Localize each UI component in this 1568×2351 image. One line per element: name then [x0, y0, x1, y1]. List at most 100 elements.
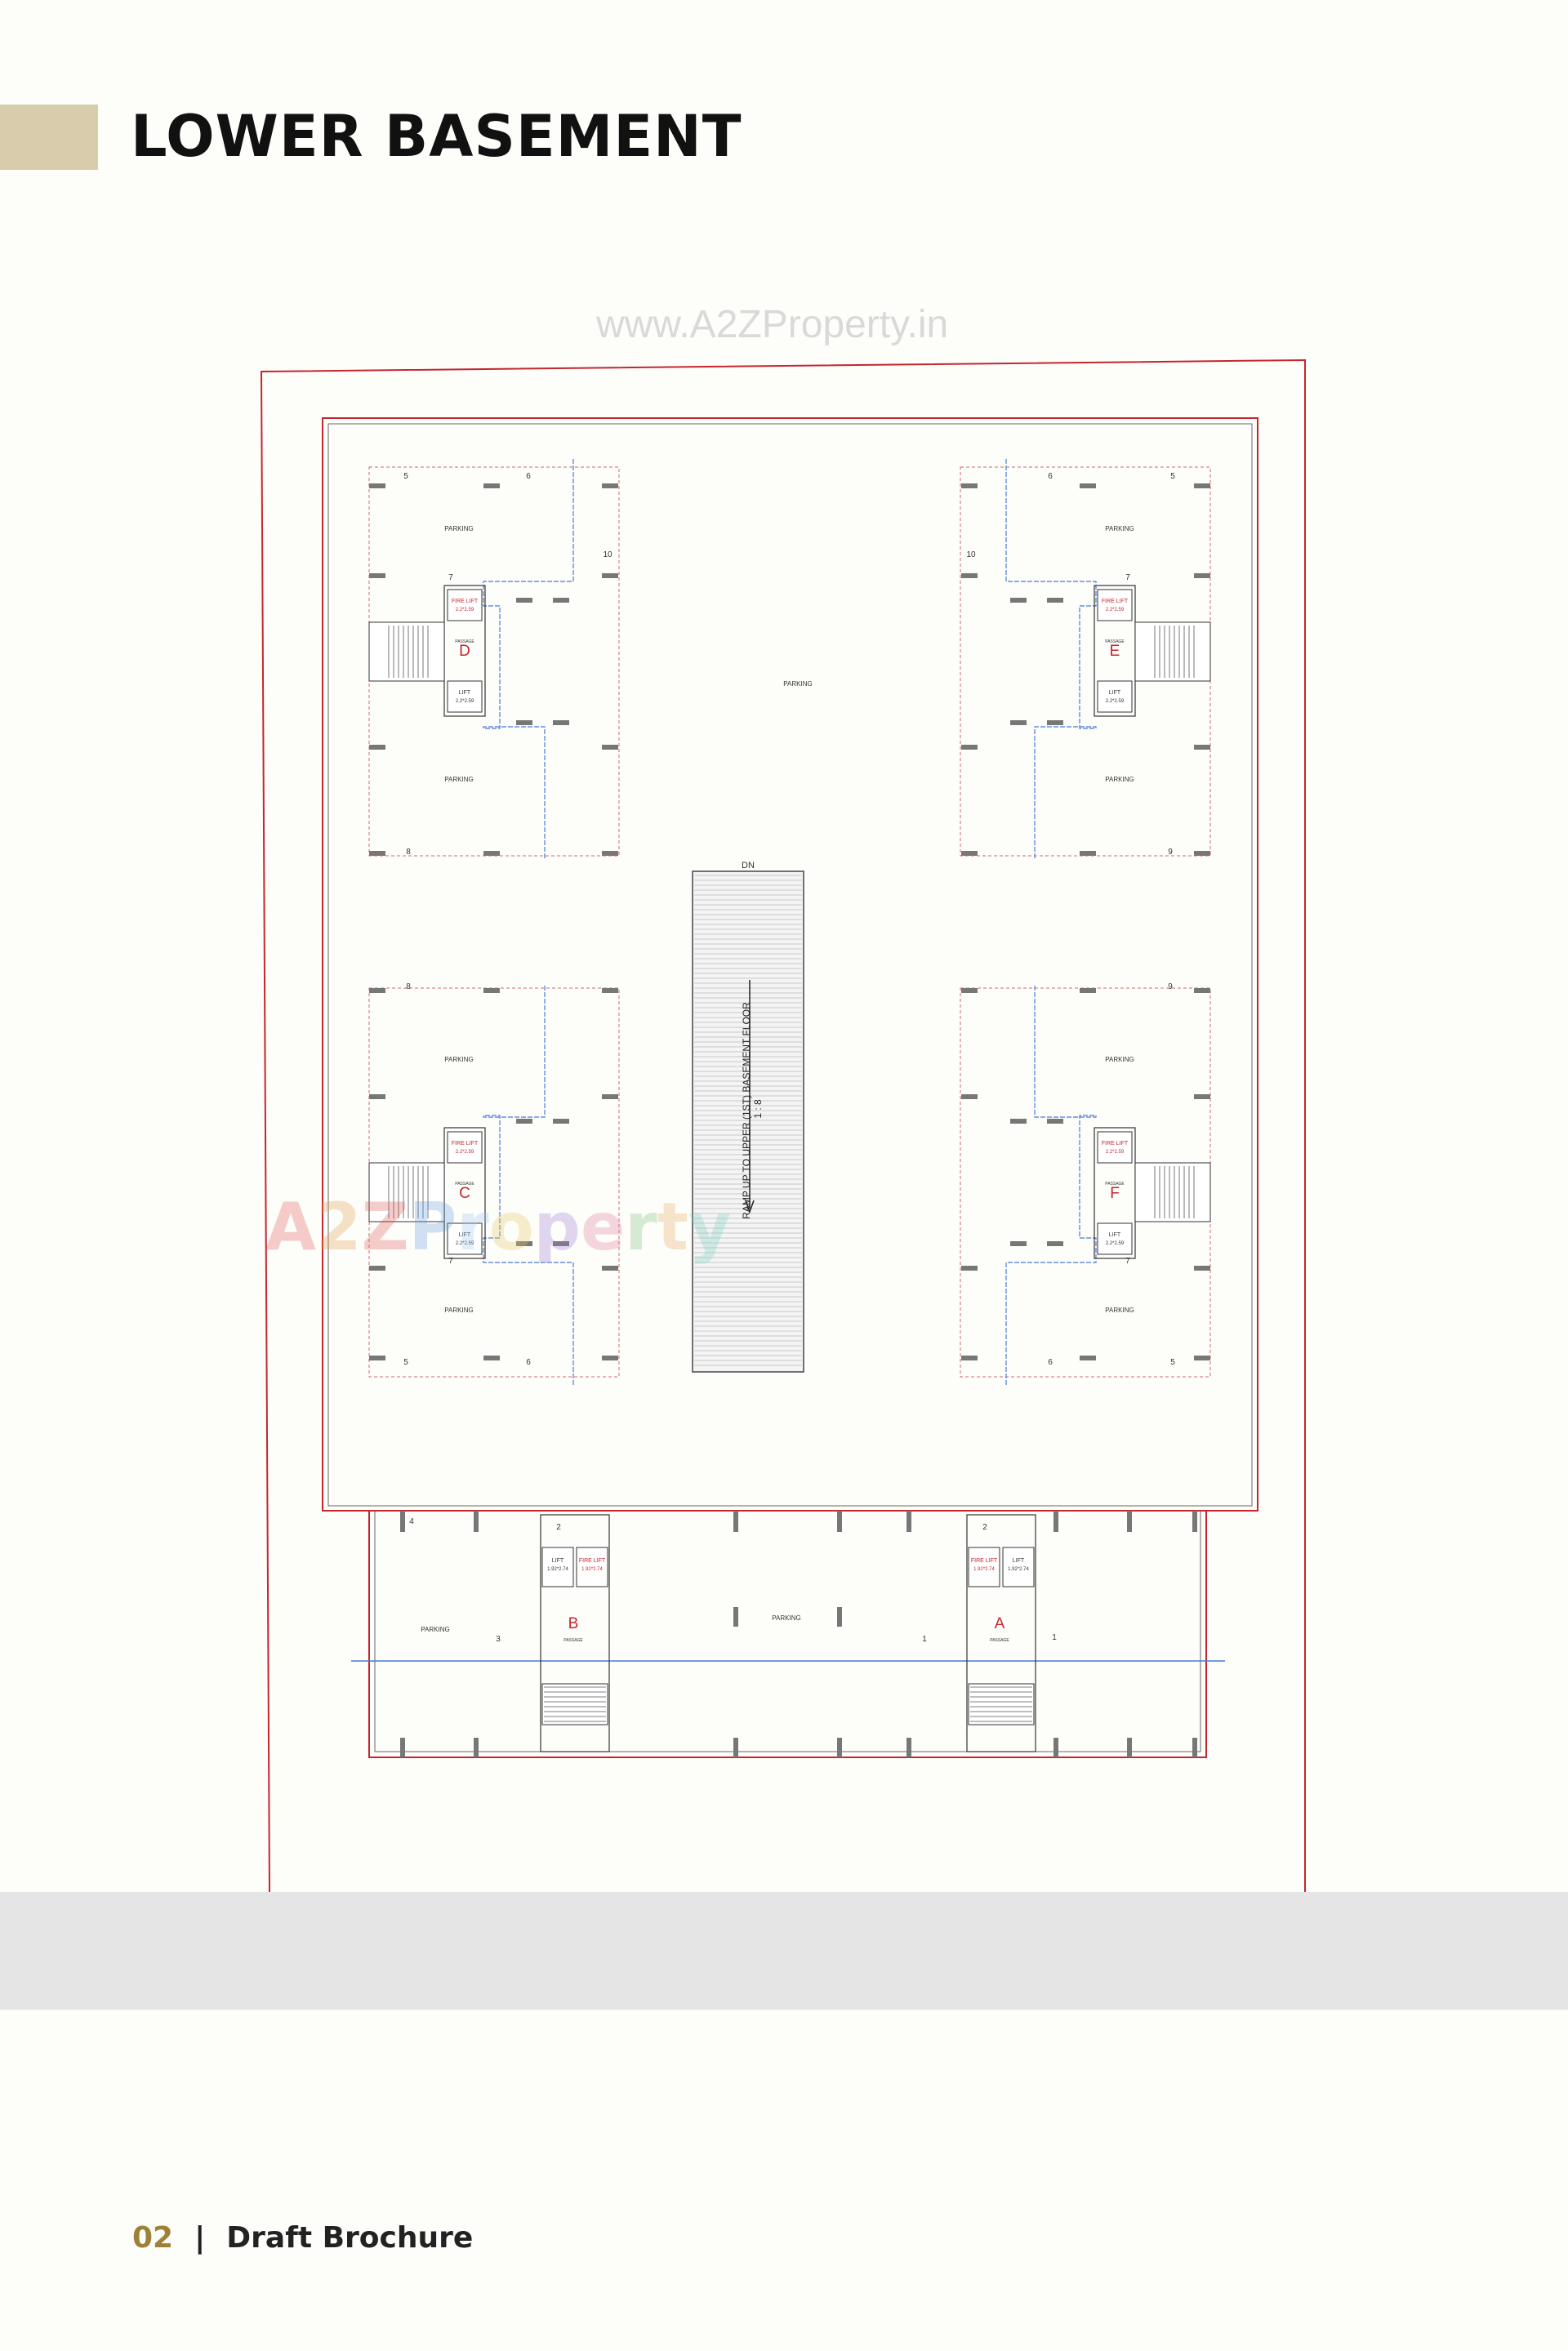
passage-label: PASSAGE [455, 1182, 474, 1187]
central-parking-label: PARKING [783, 680, 812, 688]
column [1047, 1119, 1063, 1124]
column [961, 483, 978, 488]
core-outline [966, 1514, 1036, 1752]
column [961, 851, 978, 856]
lower-strip-outline [368, 1511, 1207, 1758]
column [1047, 598, 1063, 603]
lift-spec: 1.92*2.74 [547, 1567, 568, 1572]
footer: 02|Draft Brochure [132, 2221, 473, 2255]
lift-label: LIFT [1109, 690, 1121, 696]
column [1194, 988, 1210, 993]
marker-number: 8 [406, 848, 411, 857]
staircase [968, 1683, 1035, 1725]
lift-spec: 2.2*2.59 [456, 699, 474, 704]
column [837, 1511, 842, 1532]
column [602, 1356, 618, 1360]
fire-lift-label: FIRE LIFT [452, 1141, 479, 1147]
column [1127, 1738, 1132, 1757]
column [369, 988, 385, 993]
lift-shaft [1097, 680, 1133, 713]
logo-letter: r [625, 1189, 657, 1265]
lift-shaft [576, 1547, 608, 1587]
column [602, 573, 618, 578]
passage-label: PASSAGE [564, 1638, 583, 1643]
lift-spec: 2.2*2.59 [456, 1241, 474, 1246]
lift-shaft [968, 1547, 1000, 1587]
lift-shaft [447, 1222, 483, 1255]
column [1010, 1119, 1027, 1124]
marker-number: 6 [526, 1358, 531, 1367]
column [961, 1266, 978, 1271]
logo-letter: y [688, 1189, 731, 1265]
ramp-label: RAMP UP TO UPPER (1ST) BASEMENT FLOOR [741, 1002, 752, 1219]
parking-label: PARKING [1105, 1056, 1134, 1063]
lift-label: LIFT [1109, 1232, 1121, 1238]
wing-outline [960, 987, 1211, 1378]
column [1010, 1241, 1027, 1246]
column [602, 851, 618, 856]
lift-spec: 2.2*2.59 [456, 608, 474, 612]
column [1080, 851, 1096, 856]
lower-strip-inner [374, 1511, 1201, 1752]
column [961, 745, 978, 750]
column [961, 573, 978, 578]
basement-outline-inner [327, 423, 1253, 1507]
column [1194, 483, 1210, 488]
fire-lift-label: FIRE LIFT [1102, 1141, 1129, 1147]
column [961, 1356, 978, 1360]
ramp-top-label: DN [742, 861, 755, 870]
marker-number: 5 [1170, 1358, 1175, 1367]
lift-shaft [1002, 1547, 1035, 1587]
marker-number: 4 [409, 1517, 414, 1526]
column [1080, 483, 1096, 488]
parking-label: PARKING [444, 1056, 473, 1063]
block-letter-d: D [459, 643, 470, 660]
column [1192, 1738, 1197, 1757]
column [516, 1119, 532, 1124]
column [553, 1241, 569, 1246]
lift-shaft [447, 680, 483, 713]
block-letter-c: C [459, 1185, 470, 1202]
staircase [541, 1683, 608, 1725]
marker-number: 6 [526, 472, 531, 481]
marker-number: 7 [1125, 1257, 1130, 1266]
block-letter-f: F [1110, 1185, 1120, 1202]
column [483, 851, 500, 856]
block-letter-a: A [995, 1615, 1005, 1632]
column [733, 1511, 738, 1532]
ramp-gradient: 1 : 8 [752, 1099, 764, 1119]
parking-label: PARKING [1105, 776, 1134, 783]
logo-letter: P [409, 1189, 457, 1265]
column [1010, 720, 1027, 725]
column [516, 1241, 532, 1246]
column [733, 1738, 738, 1757]
staircase [368, 1162, 445, 1222]
lift-spec: 2.2*2.59 [456, 1150, 474, 1155]
logo-watermark: A2ZProperty [265, 1189, 731, 1265]
column [1194, 745, 1210, 750]
svg-text:A2ZProperty: A2ZProperty [265, 1189, 731, 1265]
lift-spec: 1.92*2.74 [1008, 1567, 1029, 1572]
parking-label: PARKING [444, 525, 473, 532]
passage-label: PASSAGE [990, 1638, 1009, 1643]
column [1194, 851, 1210, 856]
column [602, 1266, 618, 1271]
block-letter-b: B [568, 1615, 579, 1632]
site-boundary [260, 358, 1306, 1893]
column [483, 1356, 500, 1360]
lift-shaft [447, 1131, 483, 1164]
block-wing-d: FIRE LIFT2.2*2.59LIFT2.2*2.59DPASSAGEPAR… [368, 459, 620, 859]
column [553, 598, 569, 603]
core-a: FIRE LIFT1.92*2.74LIFT1.92*2.74APASSAGE2… [922, 1514, 1036, 1752]
column [369, 483, 385, 488]
column [1047, 1241, 1063, 1246]
fire-lift-label: FIRE LIFT [1102, 599, 1129, 604]
passage-label: PASSAGE [1105, 1182, 1125, 1187]
column [369, 1266, 385, 1271]
column [1047, 720, 1063, 725]
passage-label: PASSAGE [455, 639, 474, 644]
column [961, 988, 978, 993]
column [474, 1738, 479, 1757]
